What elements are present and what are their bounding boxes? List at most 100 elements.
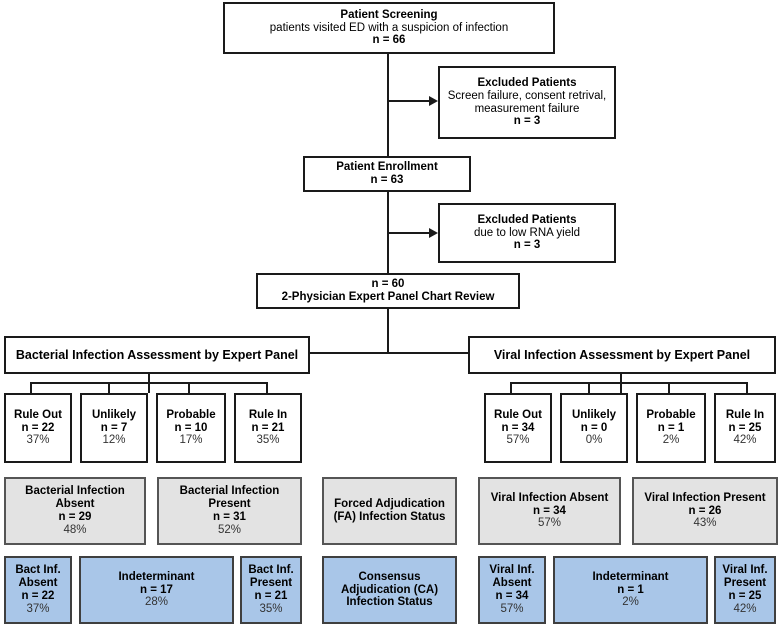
ca-bact-absent-pct: 37% [26,602,50,615]
category-label: Rule In [248,408,288,421]
ca-viral-present-line1: Viral Inf. [722,564,768,577]
fa-bacterial-absent-line1: Bacterial Infection [25,485,125,498]
fa-bacterial-absent[interactable]: Bacterial Infection Absent n = 29 48% [4,477,146,545]
connector-to-excluded-2 [387,232,429,234]
ca-viral-indeterminant-line1: Indeterminant [592,570,669,583]
viral-category-rule-in[interactable]: Rule In n = 25 42% [714,393,776,463]
category-label: Probable [166,408,216,421]
excluded-2-n: n = 3 [513,239,541,252]
ca-viral-present-n: n = 25 [728,590,762,602]
fa-bacterial-absent-line2: Absent [55,498,95,511]
node-viral-assessment[interactable]: Viral Infection Assessment by Expert Pan… [468,336,776,374]
category-label: Probable [646,408,696,421]
ca-viral-absent-line2: Absent [492,577,532,590]
node-excluded-patients-2[interactable]: Excluded Patients due to low RNA yield n… [438,203,616,263]
patient-screening-n: n = 66 [372,34,406,47]
fa-legend-line1: Forced Adjudication [334,498,445,511]
excluded-2-detail: due to low RNA yield [473,226,581,239]
ca-bact-present-line1: Bact Inf. [248,564,294,577]
connector-review-to-split [387,307,389,353]
ca-viral-absent-line1: Viral Inf. [489,564,535,577]
connector-split-bar [306,352,471,354]
arrowhead-excluded-2 [429,228,438,238]
patient-screening-title: Patient Screening [340,8,438,21]
ca-viral-present-pct: 42% [733,602,757,615]
ca-viral-indeterminant[interactable]: Indeterminant n = 1 2% [553,556,708,624]
ca-viral-indeterminant-pct: 2% [622,596,639,609]
connector-bacterial-branch-0 [30,382,32,393]
ca-viral-present[interactable]: Viral Inf. Present n = 25 42% [714,556,776,624]
ca-bact-present[interactable]: Bact Inf. Present n = 21 35% [240,556,302,624]
fa-viral-present[interactable]: Viral Infection Present n = 26 43% [632,477,778,545]
viral-category-unlikely[interactable]: Unlikely n = 0 0% [560,393,628,463]
category-pct: 12% [102,434,126,447]
category-label: Rule Out [494,408,542,421]
category-n: n = 7 [100,421,128,434]
bacterial-category-probable[interactable]: Probable n = 10 17% [156,393,226,463]
patient-enrollment-n: n = 63 [370,174,404,186]
fa-viral-absent[interactable]: Viral Infection Absent n = 34 57% [478,477,621,545]
fa-viral-absent-line1: Viral Infection Absent [490,491,609,504]
ca-viral-present-line2: Present [723,577,767,590]
ca-legend-line1: Consensus [358,570,421,583]
fa-legend-line2: (FA) Infection Status [333,511,446,523]
category-label: Rule Out [14,408,62,421]
ca-bact-indeterminant-n: n = 17 [140,583,173,596]
ca-viral-indeterminant-n: n = 1 [617,583,644,596]
fa-viral-present-n: n = 26 [688,504,722,517]
patient-screening-detail: patients visited ED with a suspicion of … [269,21,509,34]
excluded-2-title: Excluded Patients [477,213,577,226]
viral-category-rule-out[interactable]: Rule Out n = 34 57% [484,393,552,463]
connector-bacterial-branch-1 [108,382,110,393]
category-label: Unlikely [571,408,617,421]
ca-bact-present-pct: 35% [259,602,283,615]
connector-to-excluded-1 [387,100,429,102]
category-pct: 17% [179,434,203,447]
category-pct: 0% [585,434,603,447]
ca-bact-absent-line2: Absent [18,577,58,590]
category-n: n = 0 [580,421,608,434]
fa-bacterial-absent-n: n = 29 [58,511,92,523]
connector-viral-branch-3 [746,382,748,393]
category-n: n = 10 [174,421,208,434]
ca-legend-line3: Infection Status [346,596,433,609]
category-n: n = 25 [728,421,762,434]
ca-bact-absent-line1: Bact Inf. [15,564,61,577]
node-excluded-patients-1[interactable]: Excluded Patients Screen failure, consen… [438,66,616,139]
category-n: n = 1 [657,421,685,434]
ca-bact-present-n: n = 21 [254,590,288,602]
connector-screening-to-enrollment [387,52,389,158]
category-n: n = 34 [501,421,535,434]
category-pct: 37% [26,434,50,447]
fa-viral-absent-n: n = 34 [533,504,566,517]
chart-review-title: 2-Physician Expert Panel Chart Review [281,291,495,303]
ca-viral-absent-n: n = 34 [495,590,529,602]
excluded-1-title: Excluded Patients [477,76,577,89]
fa-viral-absent-pct: 57% [537,517,562,530]
ca-legend: Consensus Adjudication (CA) Infection St… [322,556,457,624]
ca-viral-absent[interactable]: Viral Inf. Absent n = 34 57% [478,556,546,624]
category-pct: 35% [256,434,280,447]
ca-legend-line2: Adjudication (CA) [340,583,439,596]
fa-bacterial-present-n: n = 31 [213,511,246,523]
bacterial-category-unlikely[interactable]: Unlikely n = 7 12% [80,393,148,463]
ca-bact-indeterminant[interactable]: Indeterminant n = 17 28% [79,556,234,624]
chart-review-n: n = 60 [371,278,405,291]
ca-bact-absent[interactable]: Bact Inf. Absent n = 22 37% [4,556,72,624]
bacterial-assessment-title: Bacterial Infection Assessment by Expert… [15,348,299,362]
category-pct: 42% [733,434,757,447]
bacterial-category-rule-in[interactable]: Rule In n = 21 35% [234,393,302,463]
excluded-1-detail-line1: Screen failure, consent retrival, [447,89,607,102]
node-patient-screening[interactable]: Patient Screening patients visited ED wi… [223,2,555,54]
connector-viral-branch-1 [588,382,590,393]
fa-bacterial-present[interactable]: Bacterial Infection Present n = 31 52% [157,477,302,545]
arrowhead-excluded-1 [429,96,438,106]
ca-bact-absent-n: n = 22 [21,590,55,602]
viral-category-probable[interactable]: Probable n = 1 2% [636,393,706,463]
node-chart-review[interactable]: n = 60 2-Physician Expert Panel Chart Re… [256,273,520,309]
bacterial-category-rule-out[interactable]: Rule Out n = 22 37% [4,393,72,463]
category-pct: 57% [506,434,530,447]
node-bacterial-assessment[interactable]: Bacterial Infection Assessment by Expert… [4,336,310,374]
node-patient-enrollment[interactable]: Patient Enrollment n = 63 [303,156,471,192]
